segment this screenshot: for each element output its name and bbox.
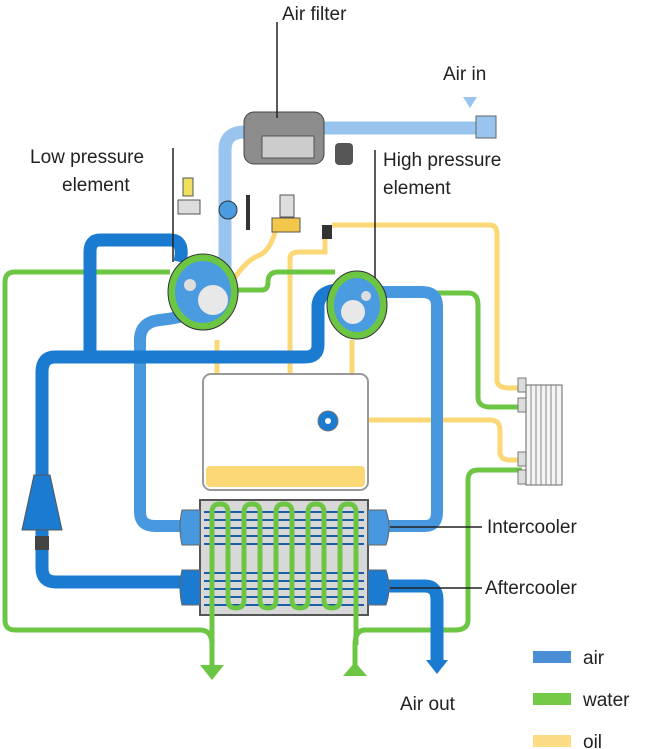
valves: [177, 177, 332, 239]
water-in-arrow: [343, 662, 367, 676]
cooler-water-coil: [209, 501, 359, 645]
air-in-arrow: [463, 97, 477, 108]
legend-swatch-air: [533, 651, 571, 663]
air-in-label: Air in: [443, 64, 486, 85]
air-out-arrow: [426, 660, 448, 674]
air-inlet-box: [475, 115, 497, 139]
legend-swatch-oil: [533, 735, 571, 747]
moisture-separator: [21, 474, 63, 531]
high-pressure-element: [326, 270, 388, 340]
low-pressure-element: [167, 253, 239, 331]
legend: air water oil: [533, 648, 630, 749]
aftercooler-label: Aftercooler: [485, 578, 578, 599]
legend-swatch-water: [533, 693, 571, 705]
air-intake-pipe: [218, 121, 478, 292]
air-filter: [243, 111, 353, 165]
oil-tank: [202, 373, 369, 491]
oil-water-cooler: [517, 377, 563, 486]
water-out-arrow: [200, 665, 224, 680]
high-pressure-label-2: element: [383, 178, 451, 199]
air-out-label: Air out: [400, 694, 456, 715]
low-pressure-label-1: Low pressure: [30, 147, 144, 168]
legend-label-air: air: [583, 648, 605, 669]
intercooler-label: Intercooler: [487, 517, 577, 538]
aftercooler-air-pipes: [35, 233, 444, 660]
intercooler-aftercooler-block: [179, 499, 390, 645]
air-filter-label: Air filter: [282, 4, 347, 25]
high-pressure-label-1: High pressure: [383, 150, 501, 171]
legend-label-oil: oil: [583, 732, 602, 749]
oil-level: [206, 466, 365, 487]
leader-lines: [172, 22, 482, 589]
low-pressure-label-2: element: [62, 175, 130, 196]
legend-label-water: water: [582, 690, 630, 711]
